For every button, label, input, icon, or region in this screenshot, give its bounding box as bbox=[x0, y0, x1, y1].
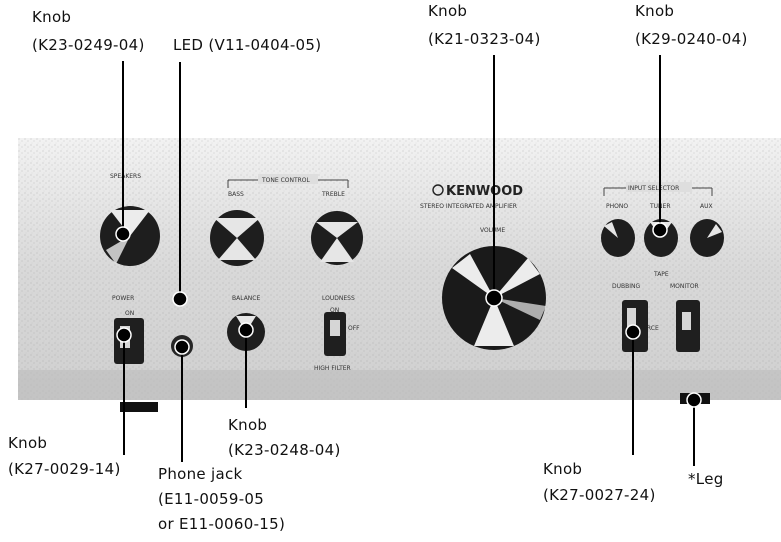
leg-label: *Leg bbox=[688, 470, 724, 488]
loudness-off-label: OFF bbox=[348, 325, 360, 332]
dot-power-knob bbox=[116, 327, 132, 343]
phono-knob bbox=[601, 219, 635, 257]
tape-knob-title: Knob bbox=[543, 460, 583, 478]
tone-control-label: TONE CONTROL bbox=[261, 177, 311, 184]
bass-label: BASS bbox=[228, 191, 244, 198]
dot-volume-knob bbox=[485, 289, 503, 307]
dot-led bbox=[172, 291, 188, 307]
dot-speakers-knob bbox=[115, 226, 131, 242]
speakers-knob-title: Knob bbox=[32, 8, 72, 26]
power-lever-knob bbox=[114, 318, 144, 364]
tape-label: TAPE bbox=[653, 271, 669, 278]
volume-label: VOLUME bbox=[480, 227, 505, 234]
leader-lines bbox=[122, 55, 695, 466]
aux-label: AUX bbox=[700, 203, 713, 210]
phono-label: PHONO bbox=[606, 203, 628, 210]
dubbing-label: DUBBING bbox=[612, 283, 641, 290]
balance-label: BALANCE bbox=[232, 295, 260, 302]
dot-phone-jack bbox=[174, 339, 190, 355]
power-label: POWER bbox=[112, 295, 134, 302]
front-panel bbox=[18, 138, 781, 412]
balance-knob-part: (K23-0248-04) bbox=[228, 441, 341, 459]
aux-knob bbox=[690, 219, 724, 257]
power-knob-title: Knob bbox=[8, 434, 48, 452]
dot-leg bbox=[686, 392, 702, 408]
model-line-label: STEREO INTEGRATED AMPLIFIER bbox=[420, 203, 517, 210]
loudness-on-label: ON bbox=[330, 307, 339, 314]
input-selector-label: INPUT SELECTOR bbox=[628, 185, 679, 192]
high-filter-label: HIGH FILTER bbox=[314, 365, 351, 372]
balance-knob-title: Knob bbox=[228, 416, 268, 434]
selector-knob-part: (K29-0240-04) bbox=[635, 30, 748, 48]
brand-logo-icon bbox=[432, 184, 444, 196]
treble-knob bbox=[311, 211, 363, 265]
phone-jack-title: Phone jack bbox=[158, 465, 243, 483]
monitor-label: MONITOR bbox=[670, 283, 699, 290]
volume-knob-part: (K21-0323-04) bbox=[428, 30, 541, 48]
phone-jack-part-alt: or E11-0060-15) bbox=[158, 515, 286, 533]
callout-dots bbox=[115, 222, 702, 408]
loudness-label: LOUDNESS bbox=[322, 295, 355, 302]
selector-knob-title: Knob bbox=[635, 2, 675, 20]
phone-jack-part: (E11-0059-05 bbox=[158, 490, 265, 508]
power-on-label: ON bbox=[125, 310, 134, 317]
speakers-knob-part: (K23-0249-04) bbox=[32, 36, 145, 54]
volume-knob-title: Knob bbox=[428, 2, 468, 20]
dot-tape-knob bbox=[625, 324, 641, 340]
bass-knob bbox=[210, 210, 264, 266]
power-knob-part: (K27-0029-14) bbox=[8, 460, 121, 478]
tape-knob-part: (K27-0027-24) bbox=[543, 486, 656, 504]
led-label: LED (V11-0404-05) bbox=[173, 36, 322, 54]
dot-balance-knob bbox=[238, 322, 254, 338]
left-foot bbox=[120, 402, 158, 412]
dot-selector-knob bbox=[652, 222, 668, 238]
tape-monitor-lever-knob bbox=[676, 300, 700, 352]
loudness-switch bbox=[324, 312, 346, 356]
brand-label: KENWOOD bbox=[446, 184, 523, 199]
speakers-label: SPEAKERS bbox=[110, 173, 141, 180]
treble-label: TREBLE bbox=[321, 191, 345, 198]
